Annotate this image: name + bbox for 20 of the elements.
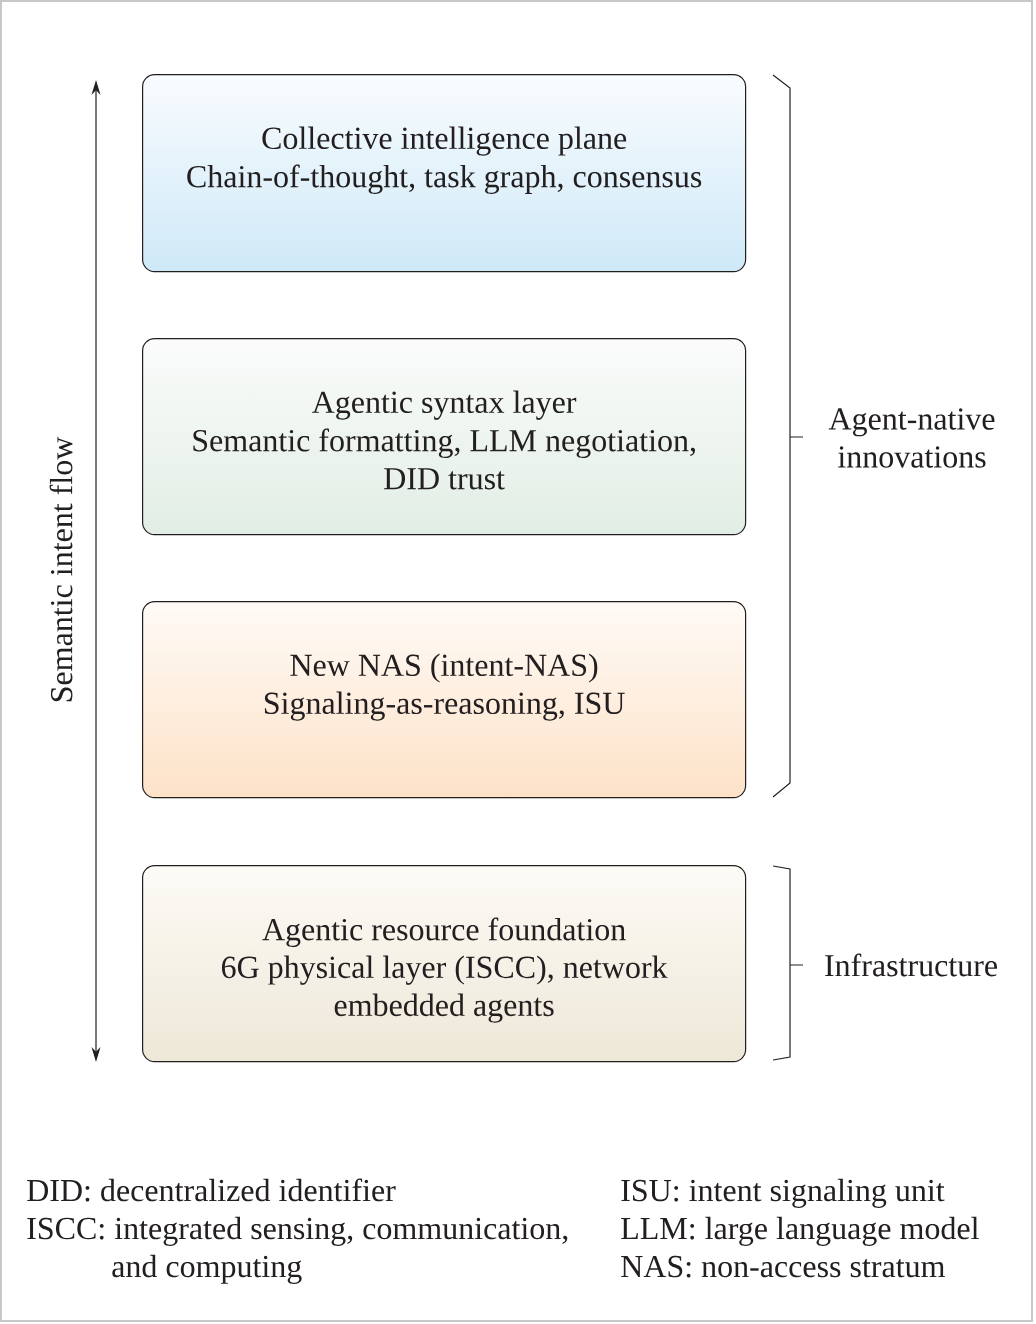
abbreviation-note: DID: decentralized identifier — [27, 1178, 396, 1202]
flow-label: Semantic intent flow — [49, 436, 73, 702]
layer-box — [142, 338, 747, 536]
layer-description: Signaling-as-reasoning, ISU — [264, 691, 625, 721]
layer-title: Collective intelligence plane — [262, 126, 627, 156]
abbreviation-note: ISCC: integrated sensing, communication, and computing — [27, 1216, 568, 1284]
layer-title: Agentic resource foundation — [262, 917, 626, 948]
bracket-label: Infrastructure — [825, 953, 997, 977]
layer-title: Agentic syntax layer — [312, 390, 577, 420]
abbreviation-note: LLM: large language model — [621, 1216, 979, 1246]
abbreviation-note: ISU: intent signaling unit — [621, 1178, 945, 1208]
layer-description: Semantic formatting, LLM negotiation, DID trust — [193, 428, 695, 490]
layer-title: New NAS (intent-NAS) — [290, 653, 598, 683]
layer-description: 6G physical layer (ISCC), network embedded agents — [221, 955, 668, 1023]
layer-box — [142, 865, 747, 1063]
layer-box — [142, 601, 747, 799]
layer-box — [142, 74, 747, 273]
abbreviation-note: NAS: non-access stratum — [621, 1255, 945, 1278]
layer-description: Chain-of-thought, task graph, consensus — [187, 164, 702, 195]
bracket-label: Agent-native innovations — [828, 408, 995, 468]
